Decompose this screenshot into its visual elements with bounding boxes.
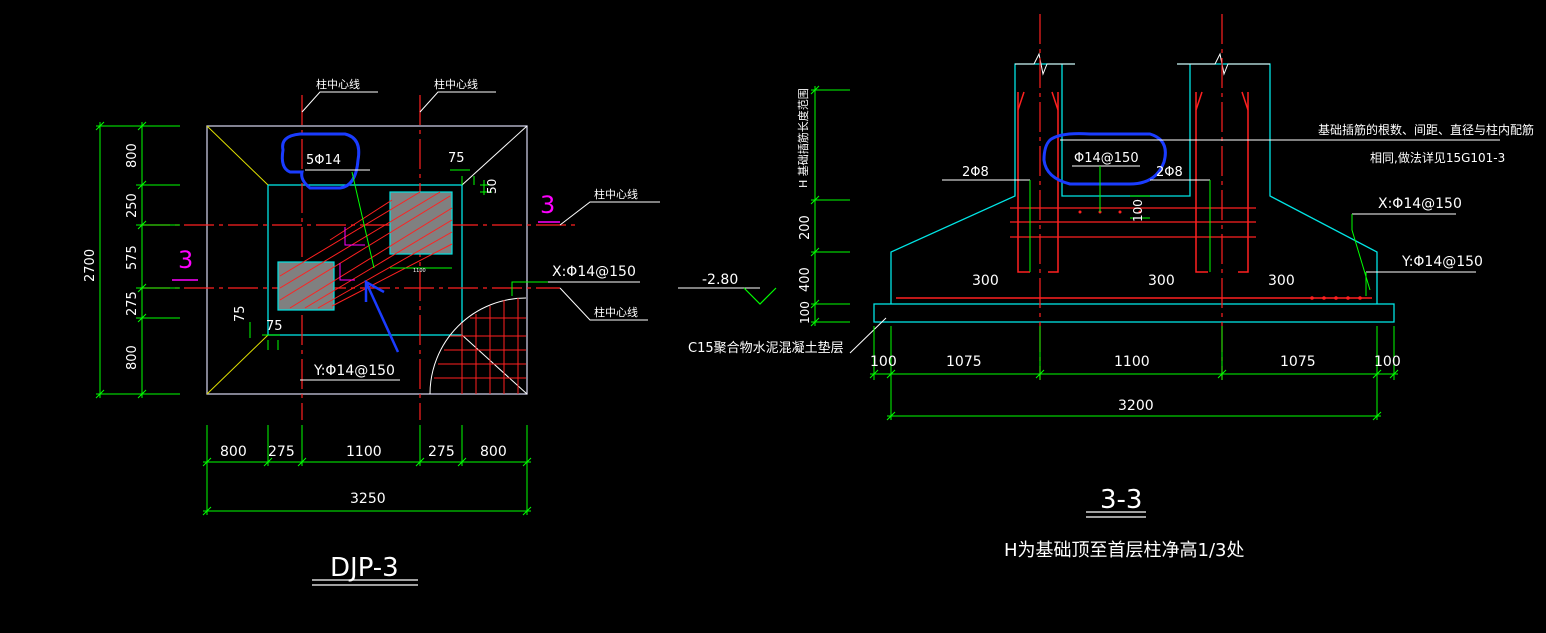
footing-outline <box>206 125 528 395</box>
vdim-575: 575 <box>125 245 140 270</box>
vdim-275: 275 <box>125 291 140 316</box>
column-pier-upper <box>389 191 453 255</box>
5phi14-leader <box>351 171 375 269</box>
x-rebar-label: X:Φ14@150 <box>552 264 636 280</box>
plan-view-djp3: 1100 <box>83 77 660 586</box>
section-mark-left: 3 <box>178 246 193 274</box>
hdim-100-right: 100 <box>1374 354 1401 370</box>
corner-reinforcement-detail <box>429 281 560 395</box>
section-title: 3-3 <box>1100 485 1142 515</box>
hdim-800-left: 800 <box>220 444 247 460</box>
section-horizontal-dims <box>869 326 1399 421</box>
hdim-100-left: 100 <box>870 354 897 370</box>
dowel-note-line-1: 基础插筋的根数、间距、直径与柱内配筋 <box>1318 122 1534 137</box>
stirrup-spacing-label: Φ14@150 <box>1074 151 1139 166</box>
pedestal-outline <box>267 184 463 336</box>
vertical-dim-labels: 800 250 575 275 800 2700 <box>83 143 140 370</box>
vdim-200: 200 <box>798 215 813 240</box>
hdim-1100: 1100 <box>346 444 382 460</box>
section-cut-marks <box>172 221 560 281</box>
section-view-3-3: H 基础插筋长度范围 200 400 100 100 -2.80 C15聚合物水… <box>678 14 1534 561</box>
highlight-arrow <box>364 279 400 353</box>
footing-profile-right <box>1177 63 1378 304</box>
dim-75-left: 75 <box>233 305 248 322</box>
vdim-total-2700: 2700 <box>83 249 98 282</box>
vdim-100-mid: 100 <box>1131 199 1145 222</box>
hdim-800-right: 800 <box>480 444 507 460</box>
column-center-label-4: 柱中心线 <box>594 305 638 319</box>
cushion-note: C15聚合物水泥混凝土垫层 <box>688 340 844 356</box>
column-center-label-2: 柱中心线 <box>434 77 478 91</box>
cushion-layer <box>873 303 1395 323</box>
dim-300-left: 300 <box>972 273 999 289</box>
plan-title: DJP-3 <box>330 553 399 583</box>
section-y-rebar: Y:Φ14@150 <box>1401 254 1483 270</box>
elevation-triangle <box>743 287 777 305</box>
pedestal-inner <box>1061 64 1191 197</box>
hdim-total-3250: 3250 <box>350 491 386 507</box>
diagonal-rebar-hatch <box>279 191 453 309</box>
dim-300-right: 300 <box>1268 273 1295 289</box>
vertical-dim-chain <box>95 121 180 399</box>
dim-75-bottom: 75 <box>266 319 283 334</box>
column-center-label-3: 柱中心线 <box>594 187 638 201</box>
dowel-note-line-2: 相同,做法详见15G101-3 <box>1370 150 1505 165</box>
rebar-5phi14-label: 5Φ14 <box>306 153 341 168</box>
stirrup-2phi8-left: 2Φ8 <box>962 165 989 180</box>
column-dowels <box>1017 91 1249 273</box>
y-rebar-label: Y:Φ14@150 <box>313 363 395 379</box>
stirrups <box>1010 207 1256 238</box>
column-pier-lower <box>277 261 335 311</box>
section-leaders <box>678 139 1500 354</box>
section-mark-right: 3 <box>540 191 555 219</box>
vdim-800-bottom: 800 <box>125 345 140 370</box>
small-dims <box>249 169 492 350</box>
bottom-mesh-dots <box>1078 210 1362 300</box>
elevation-label: -2.80 <box>702 272 738 288</box>
rebar-bend-marks <box>339 227 365 281</box>
highlight-circle-5phi14 <box>280 132 361 190</box>
center-lines <box>140 95 580 420</box>
section-vertical-dims <box>810 85 1150 327</box>
section-x-rebar: X:Φ14@150 <box>1378 196 1462 212</box>
inner-dim-1100: 1100 <box>413 268 426 274</box>
hdim-1075-right: 1075 <box>1280 354 1316 370</box>
section-leader-green <box>1029 166 1371 296</box>
dim-50: 50 <box>485 179 499 194</box>
section-horizontal-labels: 100 1075 1100 1075 100 3200 <box>870 354 1401 414</box>
hdim-1100: 1100 <box>1114 354 1150 370</box>
stirrup-2phi8-right: 2Φ8 <box>1156 165 1183 180</box>
dim-75-top: 75 <box>448 151 465 166</box>
column-center-label-1: 柱中心线 <box>316 77 360 91</box>
hdim-275-right: 275 <box>428 444 455 460</box>
h-range-label: H 基础插筋长度范围 <box>796 88 810 188</box>
hdim-total-3200: 3200 <box>1118 398 1154 414</box>
section-note: H为基础顶至首层柱净高1/3处 <box>1004 540 1245 561</box>
hdim-275-left: 275 <box>268 444 295 460</box>
highlight-circle-phi14-150 <box>1042 132 1167 186</box>
hdim-1075-left: 1075 <box>946 354 982 370</box>
footing-profile <box>890 63 1075 304</box>
horizontal-dim-labels: 800 275 1100 275 800 3250 <box>220 444 507 507</box>
vdim-250: 250 <box>125 193 140 218</box>
vdim-100: 100 <box>798 301 812 324</box>
vdim-400: 400 <box>798 267 813 292</box>
leader-lines <box>300 91 660 381</box>
vdim-800-top: 800 <box>125 143 140 168</box>
horizontal-dim-chain <box>202 425 532 516</box>
break-symbol-left <box>1015 52 1075 76</box>
dim-300-mid: 300 <box>1148 273 1175 289</box>
